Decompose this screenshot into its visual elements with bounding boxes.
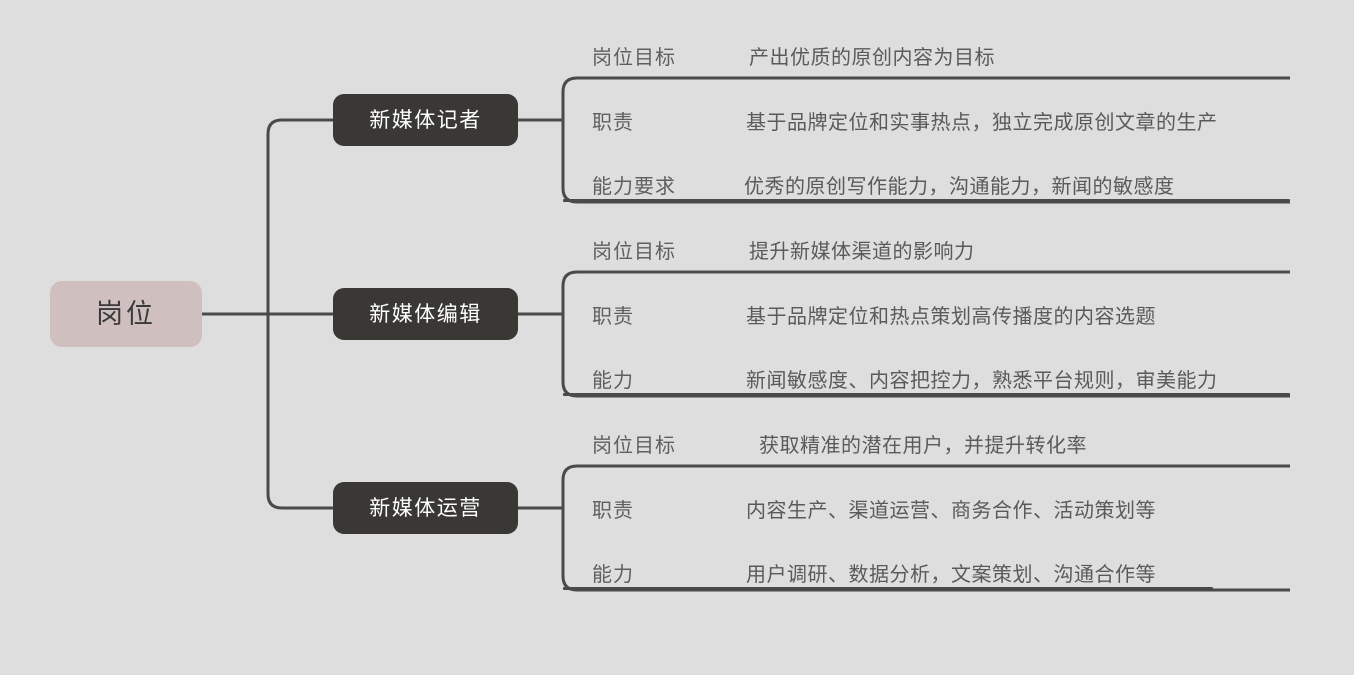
leaf-row-1-1-value: 产出优质的原创内容为目标: [749, 46, 995, 69]
branch-node-2[interactable]: 新媒体编辑: [333, 288, 518, 340]
leaf-underline-3-3: [563, 587, 1213, 590]
leaf-row-2-3-key: 能力: [592, 369, 634, 392]
branch-node-1-label: 新媒体记者: [369, 108, 482, 132]
leaf-row-1-1-key: 岗位目标: [592, 46, 676, 69]
root-node-label: 岗位: [96, 298, 156, 329]
leaf-row-3-1-value: 获取精准的潜在用户，并提升转化率: [759, 434, 1087, 457]
leaf-row-1-1[interactable]: 岗位目标 产出优质的原创内容为目标: [592, 29, 995, 81]
leaf-row-2-2[interactable]: 职责 基于品牌定位和热点策划高传播度的内容选题: [592, 288, 1156, 340]
root-node[interactable]: 岗位: [50, 281, 202, 347]
branch-node-2-label: 新媒体编辑: [369, 302, 482, 326]
branch-node-3[interactable]: 新媒体运营: [333, 482, 518, 534]
leaf-row-3-1[interactable]: 岗位目标 获取精准的潜在用户，并提升转化率: [592, 417, 1087, 469]
connector-main-spine: [266, 118, 333, 510]
leaf-row-2-1-value: 提升新媒体渠道的影响力: [749, 240, 975, 263]
leaf-row-3-2-key: 职责: [592, 499, 634, 522]
leaf-underline-2-3: [563, 393, 1290, 396]
leaf-row-3-2[interactable]: 职责 内容生产、渠道运营、商务合作、活动策划等: [592, 482, 1156, 534]
branch-node-3-label: 新媒体运营: [369, 496, 482, 520]
leaf-row-3-3-key: 能力: [592, 563, 634, 586]
branch-node-1[interactable]: 新媒体记者: [333, 94, 518, 146]
leaf-row-3-1-key: 岗位目标: [592, 434, 676, 457]
leaf-row-2-3-value: 新闻敏感度、内容把控力，熟悉平台规则，审美能力: [746, 369, 1218, 392]
leaf-row-2-2-value: 基于品牌定位和热点策划高传播度的内容选题: [746, 305, 1156, 328]
leaf-row-2-1-key: 岗位目标: [592, 240, 676, 263]
leaf-row-3-2-value: 内容生产、渠道运营、商务合作、活动策划等: [746, 499, 1156, 522]
leaf-row-1-3-value: 优秀的原创写作能力，沟通能力，新闻的敏感度: [744, 175, 1175, 198]
leaf-underline-1-3: [563, 199, 1290, 202]
leaf-row-1-2-key: 职责: [592, 111, 634, 134]
leaf-row-1-2-value: 基于品牌定位和实事热点，独立完成原创文章的生产: [746, 111, 1218, 134]
leaf-row-1-3[interactable]: 能力要求 优秀的原创写作能力，沟通能力，新闻的敏感度: [592, 158, 1175, 210]
leaf-row-3-3-value: 用户调研、数据分析，文案策划、沟通合作等: [746, 563, 1156, 586]
leaf-row-1-2[interactable]: 职责 基于品牌定位和实事热点，独立完成原创文章的生产: [592, 94, 1218, 146]
leaf-row-1-3-key: 能力要求: [592, 175, 676, 198]
leaf-row-2-1[interactable]: 岗位目标 提升新媒体渠道的影响力: [592, 223, 975, 275]
leaf-row-3-3[interactable]: 能力 用户调研、数据分析，文案策划、沟通合作等: [592, 546, 1156, 598]
leaf-row-2-3[interactable]: 能力 新闻敏感度、内容把控力，熟悉平台规则，审美能力: [592, 352, 1218, 404]
leaf-row-2-2-key: 职责: [592, 305, 634, 328]
